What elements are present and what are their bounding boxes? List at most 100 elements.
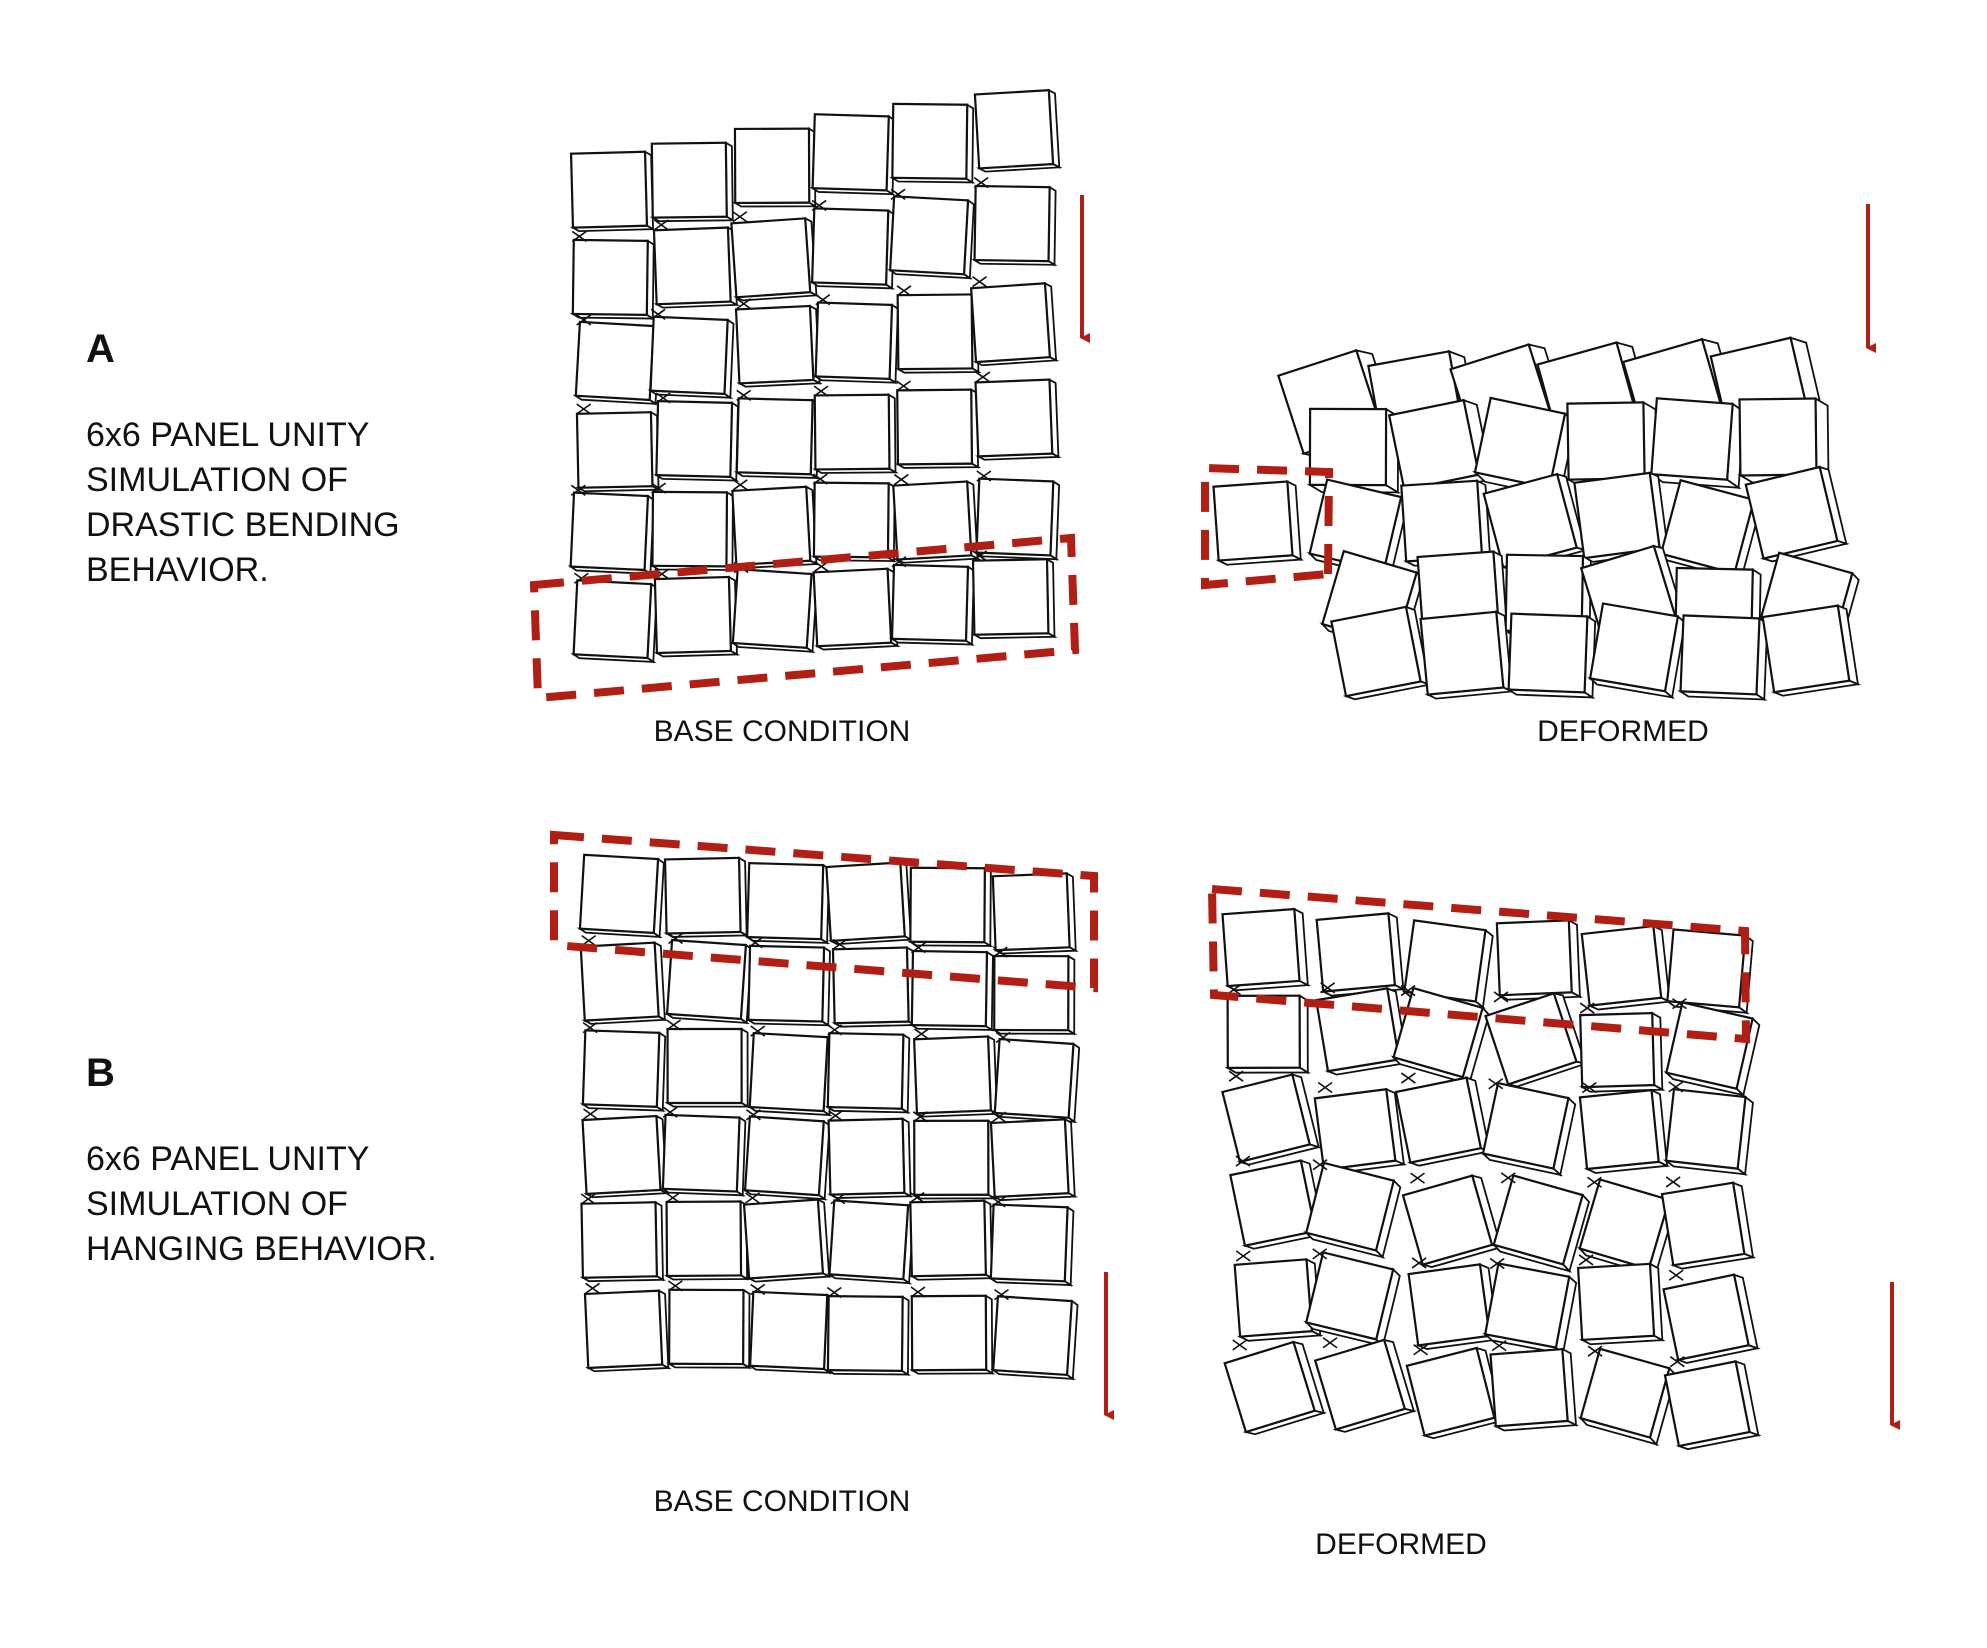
panel-r4-c1: [575, 410, 662, 493]
panel-r5-c3: [742, 1198, 833, 1283]
panel-r5-c6: [1761, 604, 1862, 697]
section-b-desc-line-2: SIMULATION OF: [86, 1185, 348, 1223]
hinge-r4-c3: [745, 1109, 761, 1121]
panel-r6-c5: [888, 563, 976, 647]
panel-r6-c1: [1223, 1340, 1328, 1436]
panel-r3-c4: [812, 301, 899, 385]
hinge-r6-c6: [972, 550, 988, 562]
hinge-r4-c6: [991, 1111, 1007, 1123]
panel-r1-c1: [1221, 907, 1312, 992]
hinge-r3-c2: [1317, 1081, 1333, 1094]
section-b-deformed-caption: DEFORMED: [1315, 1528, 1487, 1561]
panel-r4-c3: [1401, 1174, 1505, 1268]
hinge-r2-c4: [811, 199, 827, 212]
panel-r3-c5: [1658, 478, 1762, 582]
panel-r1-c5: [1580, 924, 1674, 1011]
panel-r1-c1: [576, 853, 665, 939]
hinge-r2-c4: [1493, 991, 1509, 1003]
panel-r6-c4: [824, 1295, 912, 1377]
hinge-r6-c5: [891, 556, 907, 568]
panel-r1-c1: [569, 150, 657, 233]
panel-r6-c1: [583, 1289, 672, 1373]
panel-r5-c4: [810, 481, 898, 563]
highlight-row-a-base: [529, 533, 1080, 703]
panel-r4-c5: [1576, 1178, 1677, 1278]
hinge-r6-c2: [1322, 1337, 1338, 1349]
panel-r5-c2: [1419, 610, 1516, 700]
section-b-desc-line-3: HANGING BEHAVIOR.: [86, 1230, 437, 1268]
hinge-r5-c6: [976, 470, 992, 482]
panel-r4-c5: [894, 388, 982, 469]
hinge-r5-c6: [990, 1196, 1006, 1208]
panel-r6-c3: [746, 1290, 835, 1375]
section-a-base-caption: BASE CONDITION: [654, 715, 911, 748]
panel-r4-c6: [1660, 1181, 1757, 1270]
panel-r3-c4: [824, 1031, 911, 1115]
section-a-desc-line-1: 6x6 PANEL UNITY: [86, 416, 369, 454]
hinge-r2-c6: [1671, 997, 1687, 1010]
hinge-r4-c3: [736, 389, 752, 401]
panel-r5-c2: [649, 490, 736, 572]
panel-r3-c2: [1313, 1087, 1408, 1175]
panel-r5-c1: [579, 1200, 667, 1283]
highlight-panel-a-deformed: [1201, 463, 1334, 590]
hinge-r2-c4: [832, 938, 848, 951]
section-b-letter: B: [86, 1051, 115, 1095]
panel-r4-c5: [911, 1119, 998, 1200]
hinge-r6-c6: [994, 1288, 1009, 1301]
hinge-r4-c6: [1665, 1176, 1681, 1188]
hinge-r3-c4: [827, 1024, 843, 1036]
panel-r3-c5: [895, 292, 982, 374]
panel-r5-c6: [1662, 1273, 1761, 1364]
hinge-r4-c4: [813, 385, 829, 397]
panel-r2-c6: [971, 184, 1058, 267]
force-arrows: [1080, 195, 1900, 1430]
panel-r5-c4: [1587, 602, 1686, 700]
panel-r3-c1: [579, 1029, 667, 1113]
panel-r4-c2: [1303, 1161, 1402, 1259]
panel-grid-a-deformed: [1212, 336, 1862, 702]
hinge-r4-c4: [828, 1110, 843, 1122]
section-a-deformed-caption: DEFORMED: [1537, 715, 1709, 748]
panel-r2-c1: [1224, 994, 1312, 1075]
hinge-r4-c5: [1586, 1176, 1602, 1188]
panel-r6-c2: [1313, 1338, 1418, 1433]
section-b-desc-line-1: 6x6 PANEL UNITY: [86, 1140, 369, 1178]
hinge-r3-c5: [896, 285, 912, 297]
panel-grid-b-base: [576, 853, 1081, 1381]
panel-r2-c2: [652, 226, 741, 309]
hinge-r4-c5: [912, 1111, 928, 1123]
panel-r2-c4: [831, 945, 918, 1028]
panel-r1-c4: [809, 113, 896, 196]
hinge-r3-c6: [1668, 1081, 1684, 1093]
panel-r2-c2: [1314, 986, 1412, 1076]
panel-r5-c3: [1505, 612, 1597, 700]
panel-grid-a-base: [567, 88, 1063, 664]
panel-r5-c6: [987, 1203, 1075, 1287]
panel-r6-c4: [1489, 1347, 1580, 1432]
hinge-r5-c1: [580, 1193, 596, 1205]
panel-r4-c1: [1229, 1159, 1328, 1250]
hinge-r3-c2: [650, 308, 666, 320]
panel-r1-c2: [663, 856, 750, 938]
panel-r1-c3: [731, 127, 819, 208]
hinge-r6-c4: [826, 1286, 842, 1299]
panel-r5-c5: [908, 1199, 996, 1281]
hinge-r6-c1: [585, 1282, 601, 1294]
hinge-r4-c1: [583, 1108, 598, 1120]
section-b-base-caption: BASE CONDITION: [654, 1485, 911, 1518]
hinge-r2-c3: [1400, 984, 1416, 997]
panel-r1-c6: [991, 871, 1080, 955]
highlight-row-b-base: [550, 830, 1098, 993]
panel-r4-c4: [827, 1117, 914, 1199]
hinge-r4-c3: [1410, 1172, 1425, 1184]
panel-grid-b-deformed: [1221, 907, 1762, 1451]
hinge-r3-c6: [972, 276, 987, 288]
panel-r5-c5: [892, 479, 981, 564]
panel-r1-c4: [825, 860, 915, 946]
panel-r5-c3: [1407, 1262, 1502, 1350]
section-b: B 6x6 PANEL UNITY SIMULATION OF HANGING …: [86, 1051, 1487, 1561]
panel-r5-c1: [567, 491, 655, 576]
section-a-desc-line-4: BEHAVIOR.: [86, 551, 269, 589]
panel-r2-c4: [808, 207, 896, 290]
